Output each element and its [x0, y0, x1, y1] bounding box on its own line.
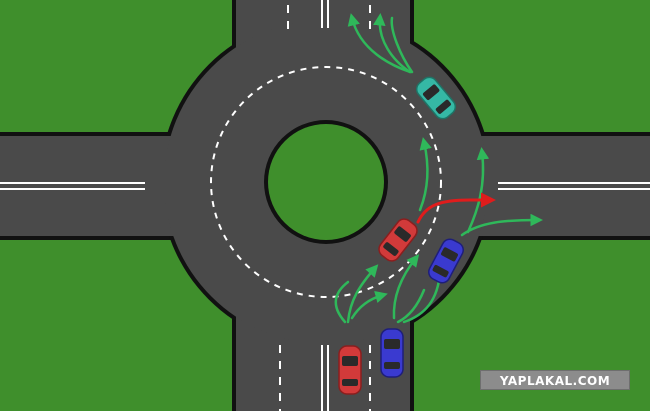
west-road-markings: [0, 182, 145, 190]
car-blue-entry: [380, 328, 404, 378]
watermark: YAPLAKAL.COM: [480, 370, 630, 390]
car-teal: [415, 76, 457, 120]
arrow-exit-north-1: [347, 13, 412, 74]
red-exit-arrow: [416, 192, 496, 224]
ring-lane-marking: [210, 66, 442, 298]
arrow-entry-1: [346, 264, 379, 324]
north-road-markings: [287, 0, 371, 30]
central-island: [268, 124, 384, 240]
arrow-ring-north: [418, 137, 432, 212]
arrow-exit-east: [460, 213, 543, 237]
car-red-in-ring: [378, 218, 418, 262]
arrow-entry-5: [396, 288, 426, 324]
car-red-entry: [338, 345, 362, 395]
arrow-exit-north-3: [390, 16, 414, 74]
east-road-markings: [498, 182, 650, 190]
arrow-entry-2: [334, 280, 350, 324]
south-road-markings: [279, 345, 371, 411]
arrow-entry-4: [392, 254, 420, 320]
car-blue-in-ring: [428, 238, 464, 284]
path-arrows: [334, 13, 543, 324]
arrow-entry-3: [350, 290, 388, 320]
arrow-ring-east-up: [466, 147, 490, 234]
arrow-exit-north-2: [373, 13, 412, 74]
